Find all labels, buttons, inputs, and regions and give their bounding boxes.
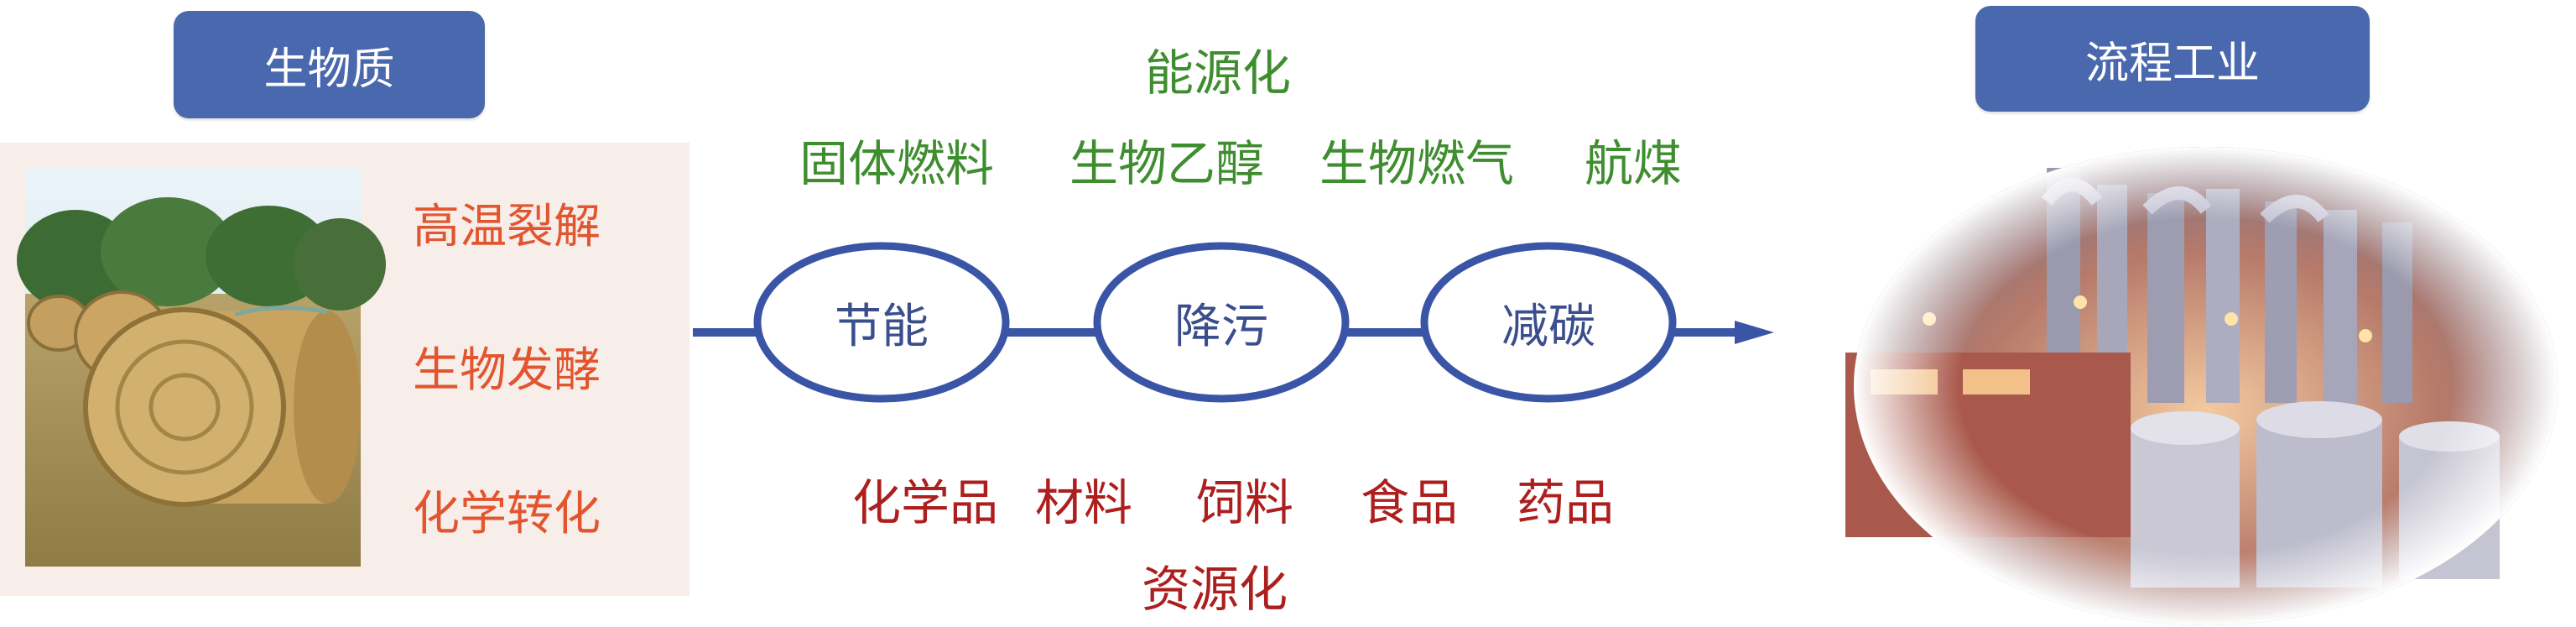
resource-product-chemicals: 化学品 — [852, 474, 999, 531]
node-ellipse-2 — [1093, 242, 1350, 403]
resource-product-medicine: 药品 — [1517, 474, 1615, 531]
resource-product-materials: 材料 — [1035, 474, 1133, 531]
hay-bale-photo — [17, 168, 386, 567]
energy-heading: 能源化 — [1145, 44, 1292, 102]
node-ellipse-3 — [1420, 242, 1677, 403]
method-item-fermentation: 生物发酵 — [413, 343, 601, 398]
industrial-plant-photo — [1845, 147, 2558, 625]
biomass-badge: 生物质 — [174, 11, 485, 118]
resource-product-feed: 饲料 — [1196, 474, 1294, 531]
flow-arrowhead — [1735, 321, 1774, 344]
energy-product-solid-fuel: 固体燃料 — [799, 135, 995, 192]
energy-product-jet-fuel: 航煤 — [1585, 135, 1683, 192]
resource-heading: 资源化 — [1142, 561, 1288, 618]
energy-product-biogas: 生物燃气 — [1319, 135, 1515, 192]
node-label-carbon-reduction: 减碳 — [1501, 299, 1595, 354]
resource-product-food: 食品 — [1361, 474, 1459, 531]
node-label-pollution-reduction: 降污 — [1174, 299, 1268, 354]
node-label-energy-saving: 节能 — [835, 299, 929, 354]
biomass-label: 生物质 — [263, 44, 395, 95]
node-ellipse-1 — [753, 242, 1010, 403]
method-item-pyrolysis: 高温裂解 — [413, 200, 601, 254]
industry-label: 流程工业 — [2084, 38, 2260, 89]
industry-badge: 流程工业 — [1975, 6, 2370, 112]
method-item-chemical: 化学转化 — [413, 487, 601, 541]
energy-product-bioethanol: 生物乙醇 — [1069, 135, 1265, 192]
